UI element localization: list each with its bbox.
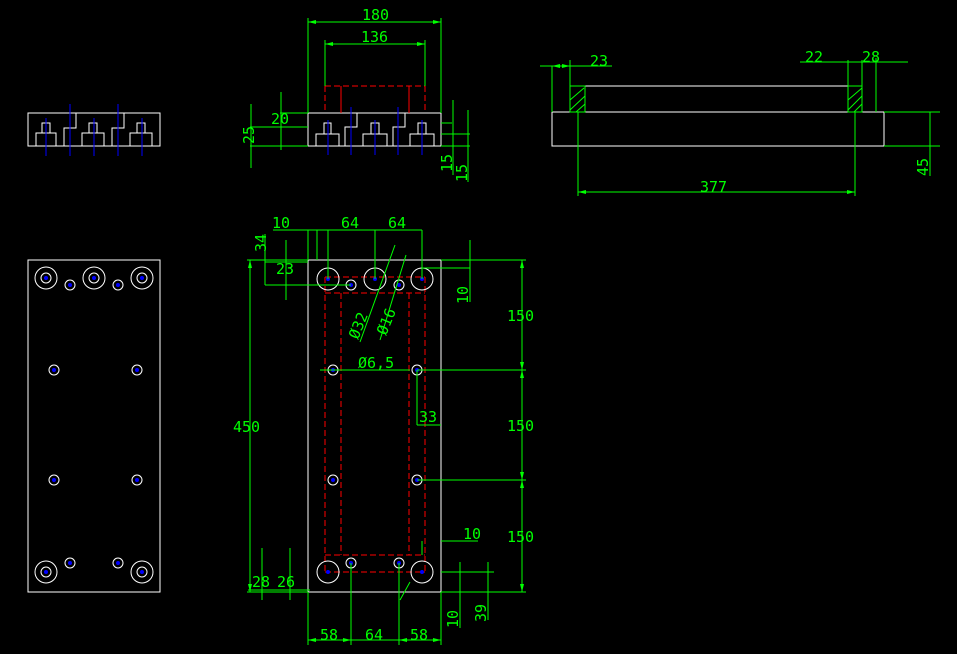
dim-20: 20 [271,110,289,128]
dim-22: 22 [805,48,823,66]
dim-64-a: 64 [341,214,359,232]
dim-28: 28 [862,48,880,66]
small-plan-view [27,259,161,593]
dim-377: 377 [700,178,727,196]
dim-26: 26 [277,573,295,591]
dim-45: 45 [914,158,932,176]
dim-dia-16: Ø16 [373,306,400,338]
dim-180: 180 [362,6,389,24]
front-view: 180 136 20 25 15 15 [240,6,471,182]
dim-33: 33 [419,408,437,426]
dim-64-b: 64 [388,214,406,232]
plan-view: 10 64 64 34 23 10 Ø32 Ø16 Ø6,5 33 150 15… [233,214,534,645]
dim-58-b: 58 [410,626,428,644]
dim-10-right: 10 [454,286,472,304]
dim-150-1: 150 [507,307,534,325]
dim-28: 28 [252,573,270,591]
dim-10-bottom: 10 [444,610,462,628]
dim-23-side: 23 [590,52,608,70]
dim-136: 136 [361,28,388,46]
dim-23: 23 [276,260,294,278]
side-view: 23 22 28 377 45 [540,48,940,196]
dim-150-2: 150 [507,417,534,435]
dim-10-top: 10 [272,214,290,232]
dim-15b: 15 [453,164,471,182]
dim-58-a: 58 [320,626,338,644]
dim-15a: 15 [438,154,456,172]
dim-64-bottom: 64 [365,626,383,644]
dim-150-3: 150 [507,528,534,546]
dim-10-bottom-small: 10 [463,525,481,543]
dim-25: 25 [240,126,258,144]
small-front-view [27,104,161,156]
dim-34: 34 [252,234,270,252]
dim-39: 39 [472,604,490,622]
dim-dia-6-5: Ø6,5 [358,354,394,372]
dim-450: 450 [233,418,260,436]
dim-dia-32: Ø32 [345,310,372,342]
